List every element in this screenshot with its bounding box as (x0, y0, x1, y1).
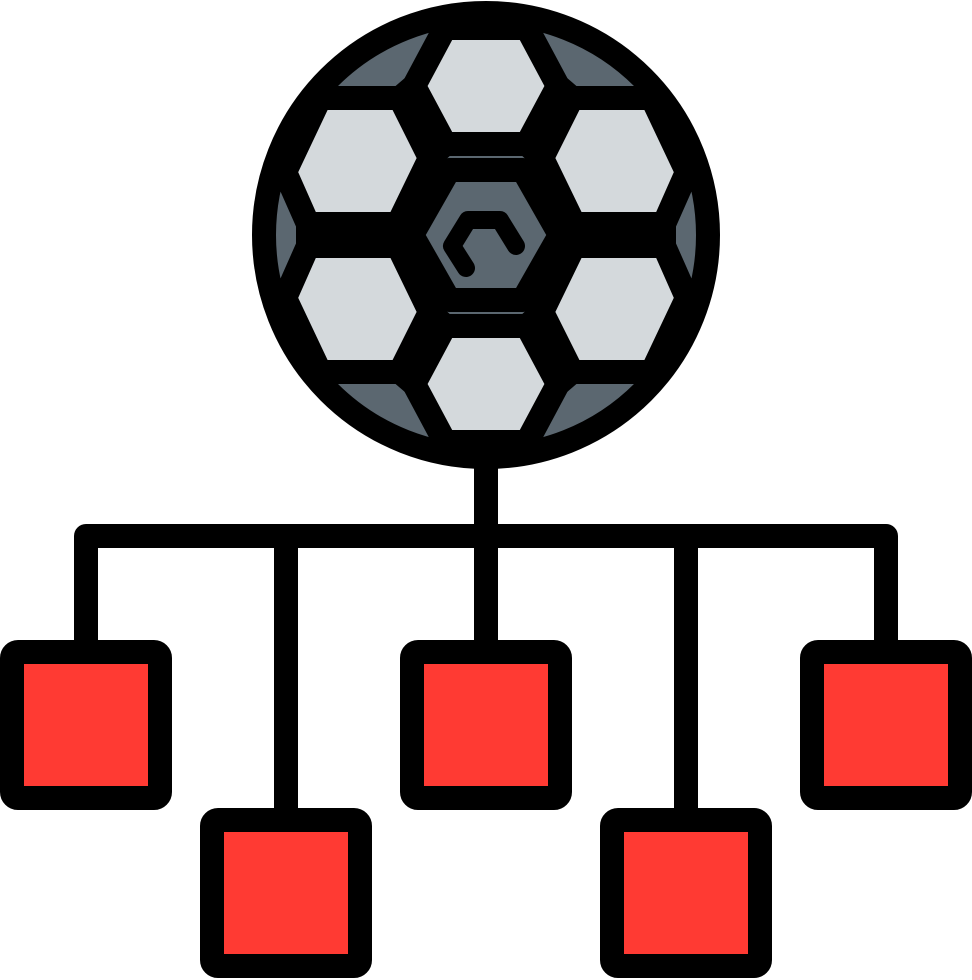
ball-panel-lower-left (285, 246, 430, 372)
ball-panel-top (414, 28, 558, 144)
ball-panel-upper-left (285, 98, 430, 224)
ball-panel-lower-right (542, 246, 687, 372)
soccer-ball-icon (252, 1, 720, 469)
network-connectors (74, 445, 898, 832)
network-node-2 (200, 808, 372, 978)
network-nodes (0, 640, 972, 978)
ball-panel-bottom (414, 326, 558, 442)
network-node-5 (800, 640, 972, 810)
network-node-4 (600, 808, 772, 978)
network-node-1 (0, 640, 172, 810)
ball-panel-center (412, 170, 560, 300)
network-node-3 (400, 640, 572, 810)
ball-panel-upper-right (542, 98, 687, 224)
ball-center-highlight (443, 211, 525, 277)
